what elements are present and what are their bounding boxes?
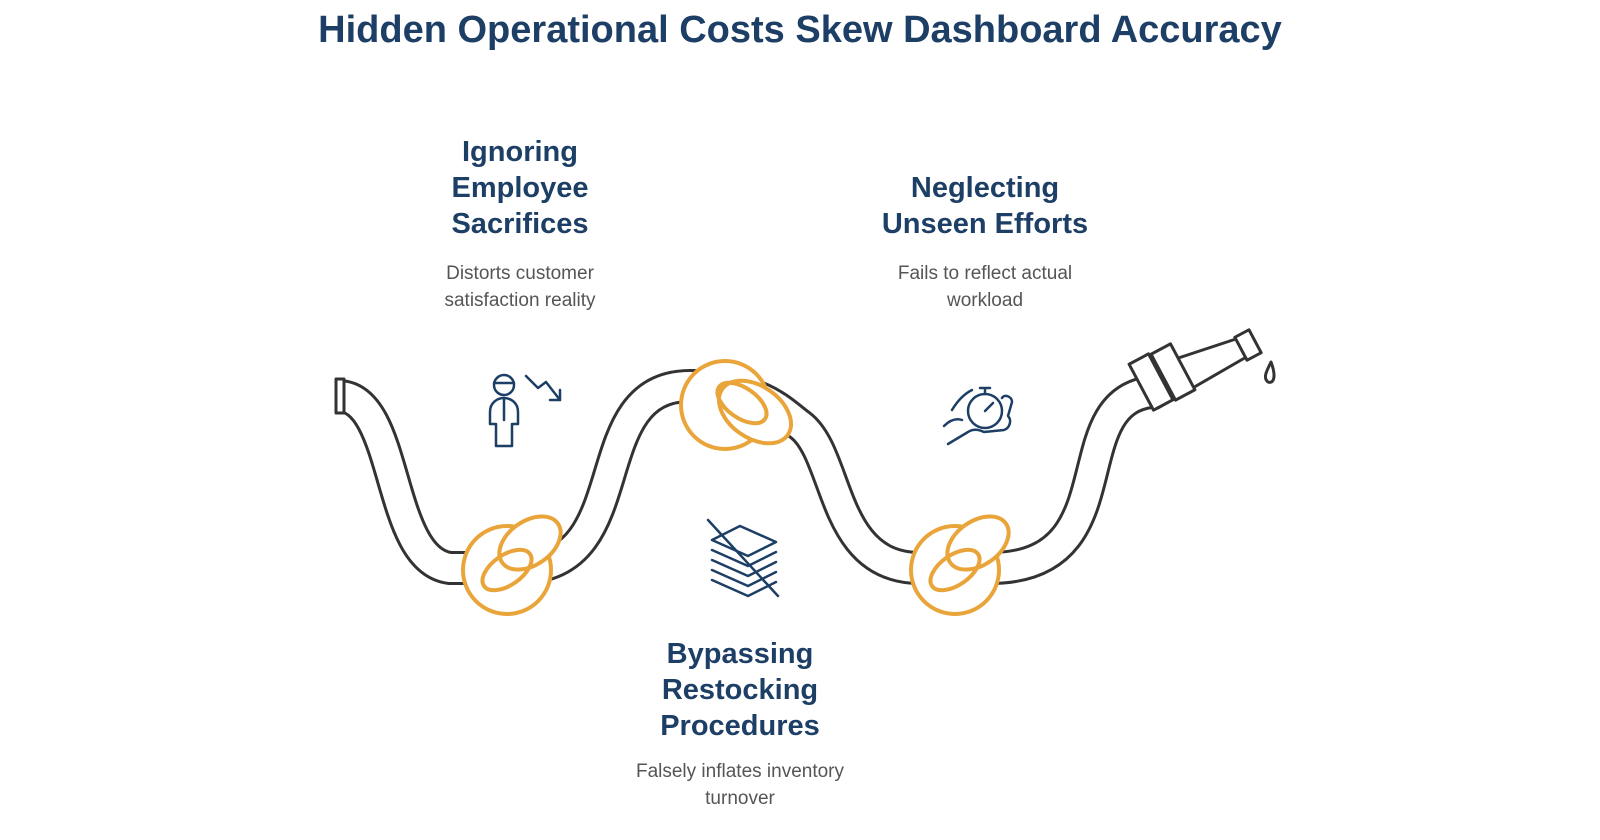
description-line: Distorts customer: [446, 263, 594, 284]
knot-2: [679, 359, 794, 451]
description-line: turnover: [705, 788, 775, 809]
description-line: satisfaction reality: [444, 290, 596, 311]
section-description: Distorts customer satisfaction reality: [380, 260, 660, 314]
heading-line: Bypassing: [666, 638, 814, 670]
knot-3: [909, 514, 1011, 616]
heading-line: Procedures: [660, 710, 820, 742]
crossed-out-stack-icon: [706, 518, 780, 598]
section-ignoring-employee-sacrifices: Ignoring Employee Sacrifices Distorts cu…: [380, 134, 660, 314]
heading-line: Ignoring: [462, 136, 578, 168]
section-heading: Ignoring Employee Sacrifices: [380, 134, 660, 242]
section-description: Fails to reflect actual workload: [815, 260, 1155, 314]
hand-stopwatch-icon: [942, 386, 1014, 446]
section-bypassing-restocking-procedures: Bypassing Restocking Procedures Falsely …: [590, 636, 890, 812]
description-line: Falsely inflates inventory: [635, 761, 845, 782]
section-neglecting-unseen-efforts: Neglecting Unseen Efforts Fails to refle…: [815, 170, 1155, 314]
section-heading: Bypassing Restocking Procedures: [590, 636, 890, 744]
diagram-title: Hidden Operational Costs Skew Dashboard …: [318, 9, 1282, 51]
employee-declining-trend-icon: [488, 373, 562, 448]
description-line: Fails to reflect actual: [897, 263, 1073, 284]
description-line: workload: [946, 290, 1024, 311]
heading-line: Neglecting: [910, 172, 1060, 204]
heading-line: Employee: [451, 172, 589, 204]
knots: [461, 359, 1011, 616]
hose-open-end: [334, 377, 346, 415]
heading-line: Restocking: [661, 674, 819, 706]
heading-line: Unseen Efforts: [881, 208, 1089, 240]
section-heading: Neglecting Unseen Efforts: [815, 170, 1155, 242]
nozzle-icon: [1127, 328, 1276, 412]
heading-line: Sacrifices: [451, 208, 589, 240]
section-description: Falsely inflates inventory turnover: [590, 758, 890, 812]
knot-1: [461, 514, 563, 616]
